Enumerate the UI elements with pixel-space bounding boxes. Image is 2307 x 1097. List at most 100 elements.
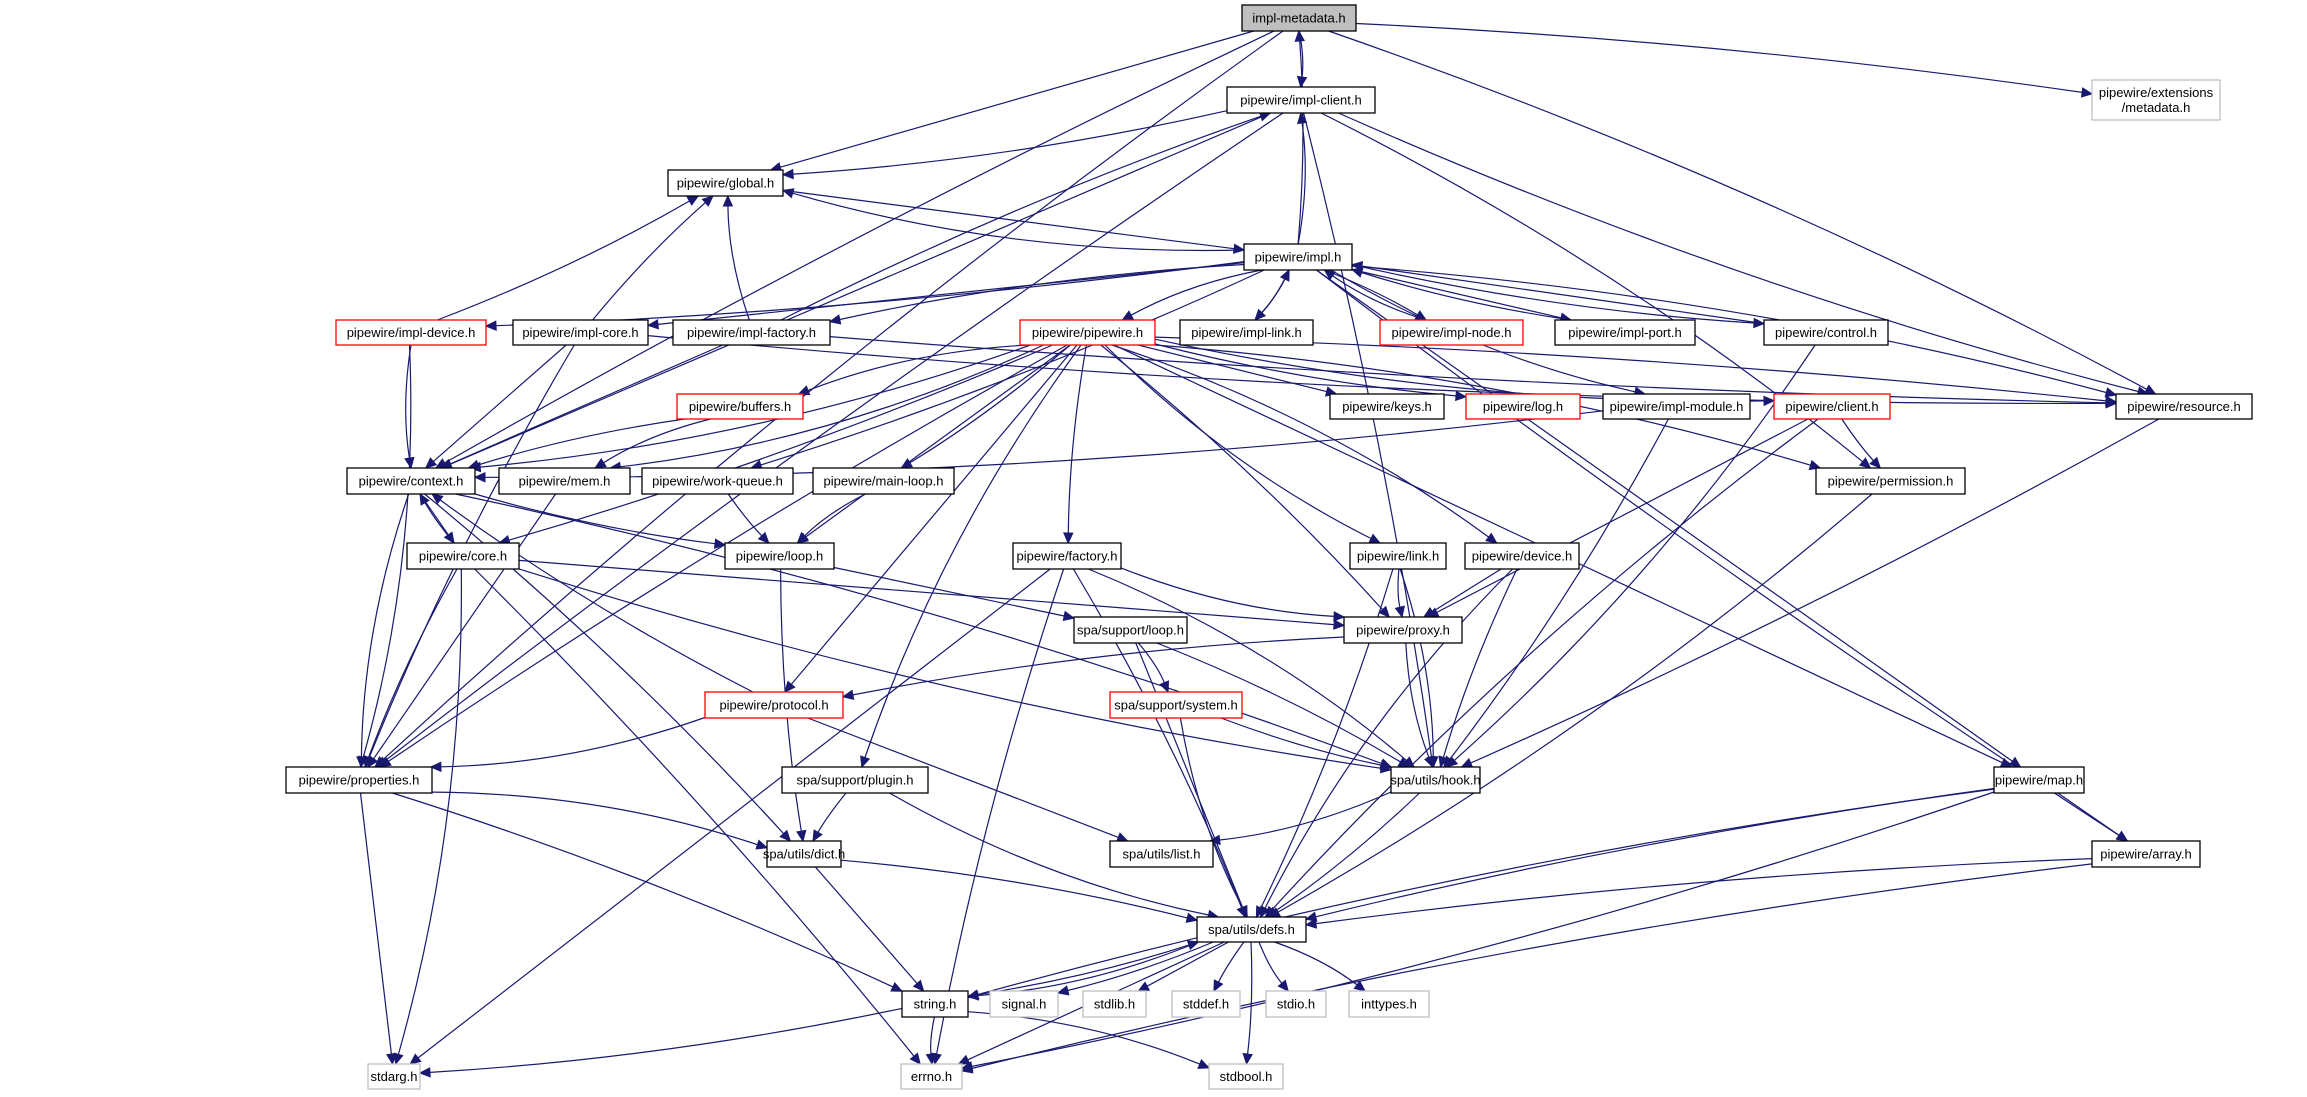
edge-hook-to-list <box>1208 791 1392 846</box>
node-impl-device[interactable]: pipewire/impl-device.h <box>335 319 487 346</box>
node-impl-factory[interactable]: pipewire/impl-factory.h <box>672 319 831 346</box>
node-dict[interactable]: spa/utils/dict.h <box>763 840 845 868</box>
node-impl-module[interactable]: pipewire/impl-module.h <box>1602 393 1751 420</box>
node-box <box>1109 691 1243 719</box>
edge-line <box>2057 792 2120 836</box>
edge-line <box>1297 40 1304 245</box>
node-link[interactable]: pipewire/link.h <box>1349 542 1447 570</box>
node-signal[interactable]: signal.h <box>989 990 1059 1018</box>
node-stdbool[interactable]: stdbool.h <box>1208 1063 1284 1090</box>
node-stdarg[interactable]: stdarg.h <box>367 1063 421 1090</box>
arrowhead-icon <box>781 168 794 180</box>
node-label: spa/utils/defs.h <box>1208 922 1295 937</box>
node-box <box>498 467 631 495</box>
node-loop[interactable]: pipewire/loop.h <box>724 542 835 570</box>
node-hook[interactable]: spa/utils/hook.h <box>1390 766 1481 794</box>
node-mem[interactable]: pipewire/mem.h <box>498 467 631 495</box>
node-impl-client[interactable]: pipewire/impl-client.h <box>1226 86 1376 114</box>
node-list[interactable]: spa/utils/list.h <box>1109 840 1214 868</box>
edge-line <box>727 493 763 537</box>
edge-dict-to-string <box>814 866 925 992</box>
node-core[interactable]: pipewire/core.h <box>406 542 520 570</box>
node-work-queue[interactable]: pipewire/work-queue.h <box>641 467 794 495</box>
node-inttypes[interactable]: inttypes.h <box>1348 990 1430 1018</box>
node-label: stdio.h <box>1277 997 1315 1012</box>
node-stdlib[interactable]: stdlib.h <box>1082 990 1147 1018</box>
edge-line <box>437 200 690 321</box>
node-label: pipewire/mem.h <box>519 474 611 489</box>
node-label: pipewire/context.h <box>359 474 464 489</box>
edge-line <box>1135 642 1244 908</box>
edge-pipewire-to-buffers <box>797 344 1029 396</box>
node-string[interactable]: string.h <box>901 990 969 1018</box>
node-array[interactable]: pipewire/array.h <box>2091 840 2201 868</box>
node-label: pipewire/impl-factory.h <box>687 325 816 340</box>
node-properties[interactable]: pipewire/properties.h <box>285 766 433 794</box>
node-errno[interactable]: errno.h <box>900 1063 963 1090</box>
edge-line <box>936 568 1065 1055</box>
edge-line <box>518 568 1382 769</box>
node-ext-metadata[interactable]: pipewire/extensions/metadata.h <box>2091 79 2221 121</box>
node-label: spa/utils/hook.h <box>1390 773 1480 788</box>
edge-line <box>384 112 1284 762</box>
arrowhead-icon <box>379 756 392 768</box>
edge-impl-to-impl-factory <box>828 263 1245 325</box>
node-stddef[interactable]: stddef.h <box>1171 990 1241 1018</box>
node-label: string.h <box>914 997 957 1012</box>
arrowhead-icon <box>1304 918 1318 929</box>
node-impl-core[interactable]: pipewire/impl-core.h <box>512 319 649 346</box>
node-label: pipewire/link.h <box>1357 549 1439 564</box>
node-keys[interactable]: pipewire/keys.h <box>1329 393 1445 420</box>
node-map[interactable]: pipewire/map.h <box>1993 766 2085 794</box>
node-buffers[interactable]: pipewire/buffers.h <box>676 393 804 420</box>
edge-line <box>1316 269 2120 837</box>
node-control[interactable]: pipewire/control.h <box>1763 319 1889 346</box>
arrowhead-icon <box>386 1052 397 1066</box>
node-impl[interactable]: pipewire/impl.h <box>1243 243 1353 271</box>
node-log[interactable]: pipewire/log.h <box>1465 393 1581 420</box>
edge-line <box>864 344 1082 758</box>
node-spa-loop[interactable]: spa/support/loop.h <box>1073 616 1188 644</box>
node-device[interactable]: pipewire/device.h <box>1464 542 1580 570</box>
node-stdio[interactable]: stdio.h <box>1265 990 1327 1018</box>
edge-line <box>792 192 1245 252</box>
node-label: spa/utils/dict.h <box>763 847 845 862</box>
edge-core-to-context <box>419 492 455 544</box>
node-client[interactable]: pipewire/client.h <box>1773 393 1891 420</box>
edge-pipewire-to-factory <box>1063 344 1087 545</box>
edge-line <box>449 344 724 465</box>
node-resource[interactable]: pipewire/resource.h <box>2115 393 2253 420</box>
arrowhead-icon <box>484 320 497 331</box>
node-impl-port[interactable]: pipewire/impl-port.h <box>1554 319 1696 346</box>
node-global[interactable]: pipewire/global.h <box>667 169 784 197</box>
node-box <box>781 766 929 794</box>
edge-impl-device-to-context <box>404 344 415 470</box>
edge-line <box>440 716 706 768</box>
edge-line <box>1104 344 1372 540</box>
node-permission[interactable]: pipewire/permission.h <box>1815 467 1966 495</box>
edge-line <box>839 263 1245 321</box>
node-impl-link[interactable]: pipewire/impl-link.h <box>1179 319 1314 346</box>
edge-hook-to-defs <box>1265 792 1420 918</box>
node-system[interactable]: spa/support/system.h <box>1109 691 1243 719</box>
node-protocol[interactable]: pipewire/protocol.h <box>704 691 844 719</box>
node-label: stdlib.h <box>1094 997 1135 1012</box>
edge-pipewire-to-log <box>1154 343 1468 402</box>
node-pipewire[interactable]: pipewire/pipewire.h <box>1019 319 1156 346</box>
node-label: spa/support/plugin.h <box>796 773 913 788</box>
node-defs[interactable]: spa/utils/defs.h <box>1196 916 1307 943</box>
node-label: pipewire/client.h <box>1785 399 1878 414</box>
node-plugin[interactable]: spa/support/plugin.h <box>781 766 929 794</box>
node-label: pipewire/log.h <box>1483 399 1563 414</box>
edge-work-queue-to-loop <box>727 493 770 544</box>
edge-line <box>727 205 750 321</box>
node-factory[interactable]: pipewire/factory.h <box>1012 542 1122 570</box>
node-main-loop[interactable]: pipewire/main-loop.h <box>812 467 955 495</box>
node-label: pipewire/keys.h <box>1342 399 1432 414</box>
edge-line <box>405 344 412 459</box>
node-context[interactable]: pipewire/context.h <box>346 467 476 495</box>
node-impl-node[interactable]: pipewire/impl-node.h <box>1379 319 1524 346</box>
arrowhead-icon <box>796 829 807 843</box>
edge-impl-core-to-context <box>424 344 567 469</box>
node-proxy[interactable]: pipewire/proxy.h <box>1343 616 1463 644</box>
